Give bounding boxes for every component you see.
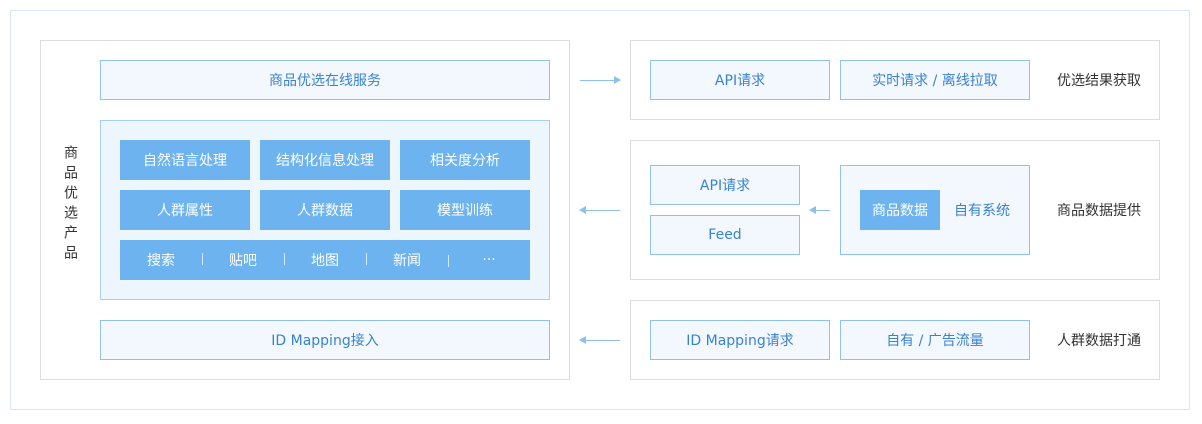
capability-structured-info[interactable]: 结构化信息处理 [260, 140, 390, 180]
channel-tieba[interactable]: 贴吧 [202, 250, 284, 270]
results-label: 优选结果获取 [1057, 73, 1141, 89]
own-system-label: 自有系统 [954, 203, 1010, 219]
capability-crowd-attributes[interactable]: 人群属性 [120, 190, 250, 230]
capability-model-training[interactable]: 模型训练 [400, 190, 530, 230]
product-data-label: 商品数据提供 [1057, 203, 1141, 219]
channel-search[interactable]: 搜索 [147, 253, 175, 269]
id-mapping-access-bar[interactable]: ID Mapping接入 [100, 320, 550, 360]
product-vertical-label: 商品优选产品 [62, 145, 78, 265]
arrow-to-results [580, 76, 621, 84]
online-service-bar[interactable]: 商品优选在线服务 [100, 60, 550, 100]
crowd-data-label: 人群数据打通 [1057, 333, 1141, 349]
traffic-box[interactable]: 自有 / 广告流量 [840, 320, 1030, 360]
channel-news[interactable]: 新闻 [366, 250, 448, 270]
id-mapping-request-box[interactable]: ID Mapping请求 [650, 320, 830, 360]
outer-frame [10, 10, 1190, 410]
channel-more[interactable]: ··· [448, 252, 530, 268]
api-request-box-1[interactable]: API请求 [650, 60, 830, 100]
capability-nlp[interactable]: 自然语言处理 [120, 140, 250, 180]
capability-relevance[interactable]: 相关度分析 [400, 140, 530, 180]
arrow-from-product-data [579, 206, 620, 214]
product-data-tile[interactable]: 商品数据 [860, 190, 940, 230]
channel-map[interactable]: 地图 [284, 250, 366, 270]
api-request-box-2[interactable]: API请求 [650, 165, 800, 205]
channel-row: 搜索 贴吧 地图 新闻 ··· [120, 240, 530, 280]
arrow-system-to-api [809, 206, 830, 214]
arrow-from-crowd-data [579, 336, 620, 344]
capability-crowd-data[interactable]: 人群数据 [260, 190, 390, 230]
realtime-offline-box[interactable]: 实时请求 / 离线拉取 [840, 60, 1030, 100]
feed-box[interactable]: Feed [650, 215, 800, 255]
